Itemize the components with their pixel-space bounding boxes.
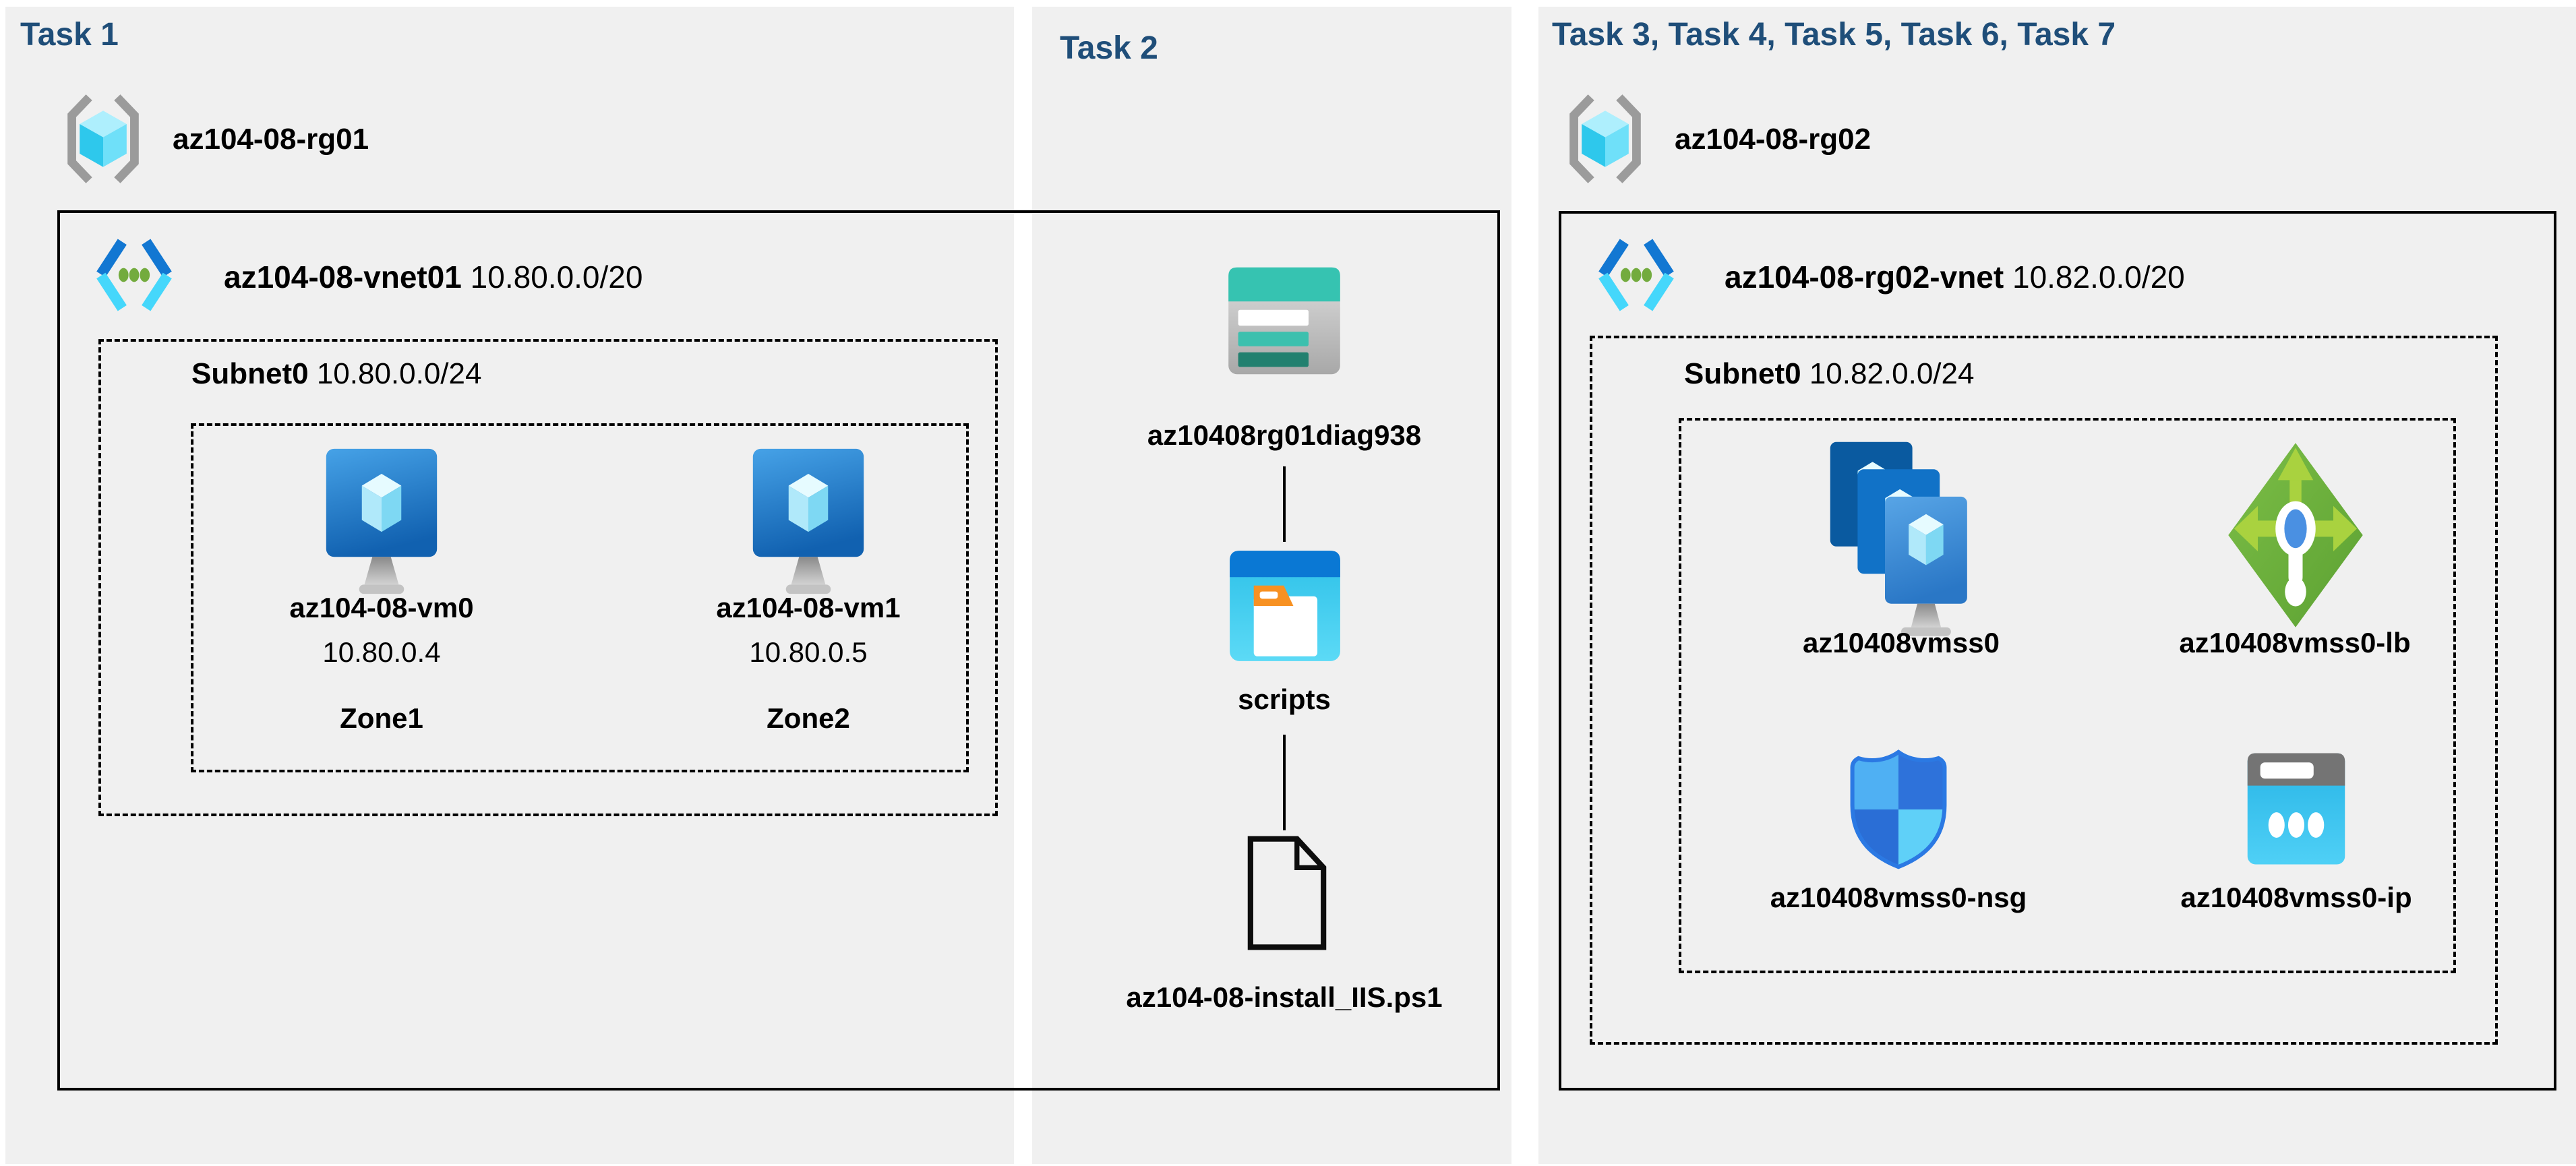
connector-scripts-file xyxy=(1283,735,1286,830)
vm0-name: az104-08-vm0 xyxy=(289,592,474,623)
storage-account-icon xyxy=(1228,267,1340,375)
subnet0-rg01-box xyxy=(98,339,998,816)
vnet01-cidr: 10.80.0.0/20 xyxy=(470,259,643,295)
connector-storage-scripts xyxy=(1283,466,1286,542)
vnet01-box xyxy=(57,210,1500,1091)
subnet0-rg01-label: Subnet0 10.80.0.0/24 xyxy=(191,357,481,391)
rg02-vnet-name: az104-08-rg02-vnet xyxy=(1725,259,2004,295)
subnet0-rg02-name: Subnet0 xyxy=(1684,357,1801,390)
vm0-zone: Zone1 xyxy=(340,702,423,734)
public-ip-icon xyxy=(2247,753,2345,865)
rg02-vnet-label: az104-08-rg02-vnet 10.82.0.0/20 xyxy=(1725,259,2185,295)
panel-task1 xyxy=(5,7,1014,1164)
resource-group-icon xyxy=(1569,94,1641,183)
task1-title: Task 1 xyxy=(20,17,119,53)
virtual-machine-icon xyxy=(326,448,438,594)
subnet0-rg02-label: Subnet0 10.82.0.0/24 xyxy=(1684,357,1974,391)
vmss-label: az10408vmss0 xyxy=(1803,627,2000,658)
vnet01-name: az104-08-vnet01 xyxy=(224,259,462,295)
vm1-name: az104-08-vm1 xyxy=(716,592,901,623)
task3-title: Task 3, Task 4, Task 5, Task 6, Task 7 xyxy=(1552,17,2116,53)
subnet0-rg02-box xyxy=(1590,336,2498,1045)
subnet0-rg02-cidr: 10.82.0.0/24 xyxy=(1809,357,1975,390)
rg02-label: az104-08-rg02 xyxy=(1675,123,1871,156)
storage-account-label: az10408rg01diag938 xyxy=(1147,419,1422,451)
vm-zone-box xyxy=(191,423,969,772)
subnet0-rg01-cidr: 10.80.0.0/24 xyxy=(316,357,482,390)
network-security-group-icon xyxy=(1850,749,1947,869)
rg02-vnet-cidr: 10.82.0.0/20 xyxy=(2012,259,2185,295)
ps1-file-icon xyxy=(1247,836,1327,950)
rg01-label: az104-08-rg01 xyxy=(173,123,369,156)
script-file-label: az104-08-install_IIS.ps1 xyxy=(1126,981,1443,1013)
vm1-zone: Zone2 xyxy=(767,702,850,734)
vm-scale-set-icon xyxy=(1830,441,1967,636)
virtual-network-icon xyxy=(96,239,172,311)
virtual-machine-icon xyxy=(752,448,864,594)
task2-title: Task 2 xyxy=(1060,30,1158,66)
vnet01-label: az104-08-vnet01 10.80.0.0/20 xyxy=(224,259,642,295)
load-balancer-icon xyxy=(2228,443,2363,627)
blob-container-label: scripts xyxy=(1238,683,1331,715)
virtual-network-icon xyxy=(1598,239,1674,311)
subnet0-rg01-name: Subnet0 xyxy=(191,357,309,390)
vm1-ip: 10.80.0.5 xyxy=(749,636,868,668)
vmss-resource-box xyxy=(1679,418,2456,973)
blob-container-icon xyxy=(1230,551,1340,661)
resource-group-icon xyxy=(67,94,139,183)
nsg-label: az10408vmss0-nsg xyxy=(1770,882,2027,913)
rg02-vnet-box xyxy=(1559,211,2556,1091)
vm0-ip: 10.80.0.4 xyxy=(322,636,441,668)
load-balancer-label: az10408vmss0-lb xyxy=(2179,627,2411,658)
public-ip-label: az10408vmss0-ip xyxy=(2180,882,2412,913)
